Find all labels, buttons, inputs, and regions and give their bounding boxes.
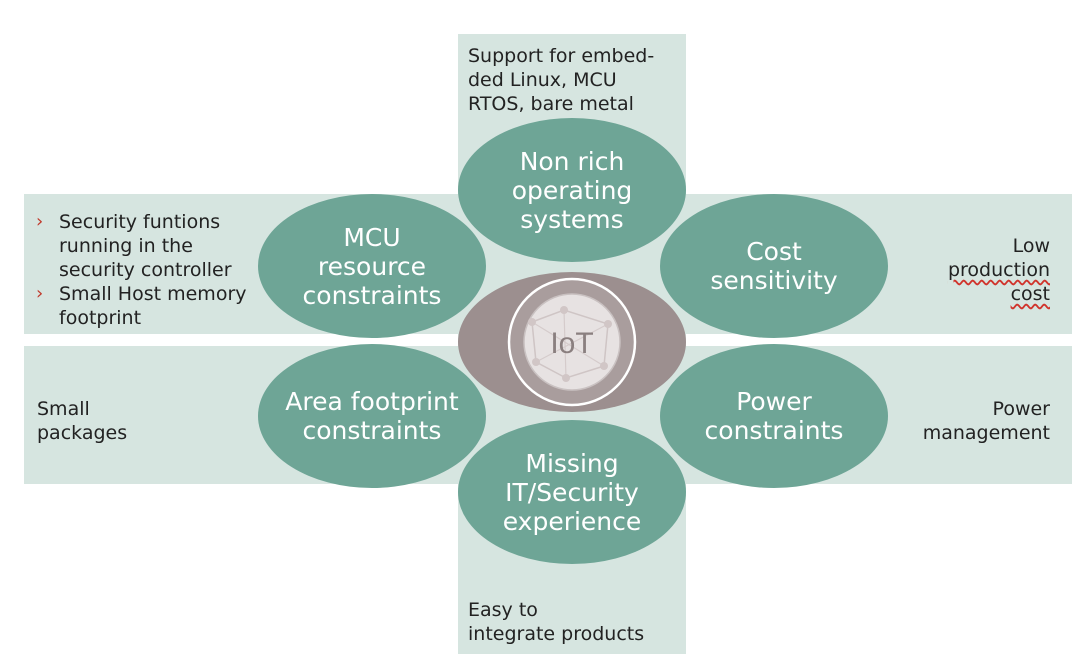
right-top-description: Low production cost — [948, 234, 1050, 306]
right-bottom-line: Power — [992, 398, 1050, 420]
iot-label: IoT — [550, 327, 593, 360]
right-bottom-line: management — [922, 422, 1050, 444]
right-bottom-description: Power management — [923, 397, 1050, 445]
iot-center-emblem: IoT — [458, 272, 686, 412]
ellipse-line: Area footprint — [285, 387, 459, 416]
right-top-line: production — [947, 259, 1050, 281]
ellipse-line: IT/Security — [505, 477, 639, 507]
bullet-line: security controller — [59, 259, 232, 281]
ellipse-line: constraints — [302, 280, 442, 310]
ellipse-power-constraints: Power constraints — [660, 344, 888, 488]
chevron-right-icon: › — [36, 211, 44, 232]
right-top-line: cost — [1010, 283, 1050, 305]
ellipse-line: experience — [502, 506, 642, 536]
bullet-item: › Small Host memory footprint — [26, 282, 247, 330]
ellipse-cost-sensitivity: Cost sensitivity — [660, 194, 888, 338]
bullet-line: running in the — [59, 235, 193, 257]
ellipse-line: resource — [317, 251, 427, 281]
ellipse-non-rich-os: Non rich operating systems — [458, 118, 686, 262]
ellipse-line: Cost — [746, 237, 802, 266]
ellipse-line: constraints — [704, 416, 844, 445]
left-bottom-line: Small — [37, 398, 90, 420]
left-top-description: › Security funtions running in the secur… — [26, 210, 247, 330]
bullet-line: Security funtions — [59, 211, 221, 233]
ellipse-line: Power — [736, 387, 812, 416]
top-description-line: Support for embed- — [468, 45, 655, 67]
left-bottom-line: packages — [37, 422, 128, 444]
right-top-line: Low — [1012, 235, 1050, 257]
bullet-item: › Security funtions running in the secur… — [26, 210, 247, 282]
bottom-description-line: integrate products — [468, 623, 645, 645]
ellipse-line: systems — [520, 204, 624, 234]
bottom-description-line: Easy to — [468, 599, 538, 621]
ellipse-missing-it-security: Missing IT/Security experience — [458, 420, 686, 564]
left-top-bullet-list: › Security funtions running in the secur… — [26, 210, 247, 330]
left-bottom-description: Small packages — [37, 397, 127, 445]
bottom-description: Easy to integrate products — [468, 598, 644, 646]
bullet-line: Small Host memory — [59, 283, 247, 305]
ellipse-line: constraints — [302, 416, 442, 445]
chevron-right-icon: › — [36, 283, 44, 304]
iot-globe-icon — [523, 293, 621, 391]
ellipse-mcu-resource: MCU resource constraints — [258, 194, 486, 338]
top-description-line: ded Linux, MCU — [468, 69, 617, 91]
top-description-line: RTOS, bare metal — [468, 93, 634, 115]
ellipse-line: operating — [511, 175, 633, 205]
ellipse-line: sensitivity — [710, 266, 838, 295]
ellipse-line: Non rich — [519, 146, 625, 176]
ellipse-line: Missing — [525, 448, 619, 478]
ellipse-line: MCU — [343, 222, 401, 252]
bullet-line: footprint — [59, 307, 142, 329]
top-description: Support for embed- ded Linux, MCU RTOS, … — [468, 44, 654, 116]
ellipse-area-footprint: Area footprint constraints — [258, 344, 486, 488]
